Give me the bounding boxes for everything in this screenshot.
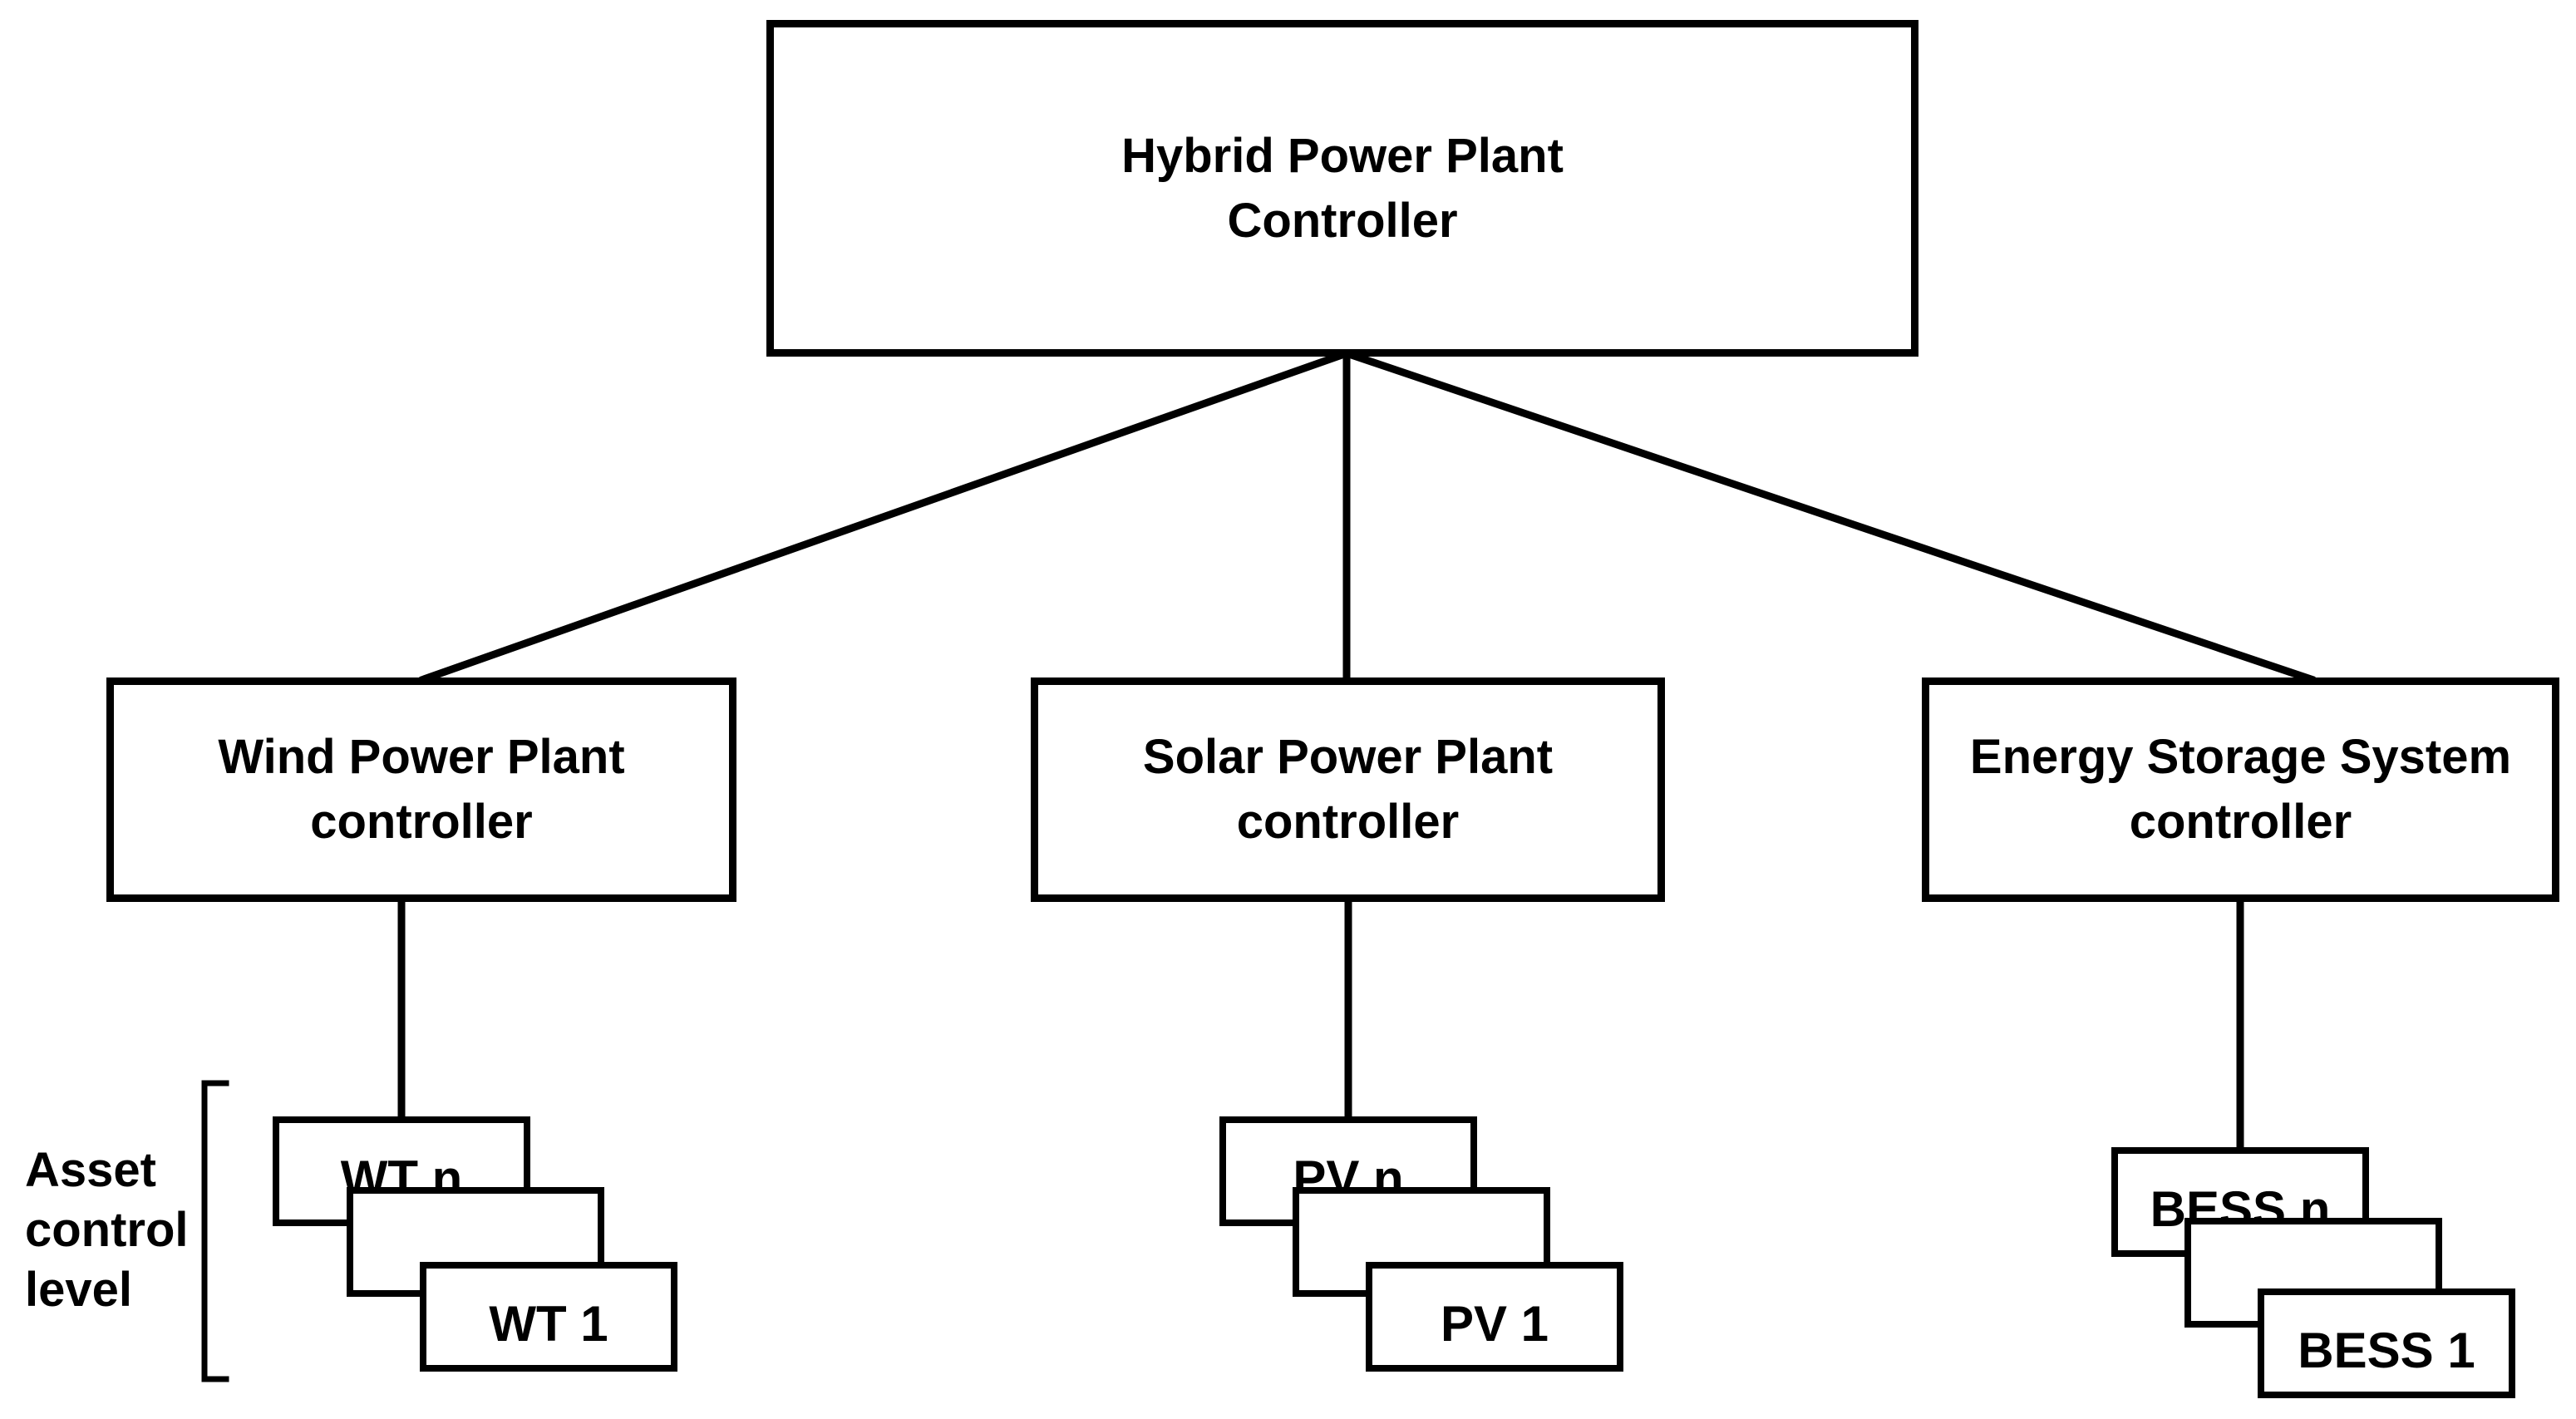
energy-storage-system-controller-box: Energy Storage System controller [1922,677,2559,902]
connector-root-storage [1342,348,2316,684]
wt-1-box: WT 1 [420,1262,677,1372]
bess-1-box: BESS 1 [2258,1288,2515,1398]
solar-power-plant-controller-label: Solar Power Plant controller [1142,730,1554,849]
energy-storage-system-controller-label: Energy Storage System controller [1969,730,2512,849]
solar-power-plant-controller-box: Solar Power Plant controller [1031,677,1665,902]
pv-1-label: PV 1 [1440,1295,1549,1352]
wind-power-plant-controller-box: Wind Power Plant controller [106,677,736,902]
wind-power-plant-controller-label: Wind Power Plant controller [218,730,625,849]
wt-1-label: WT 1 [489,1295,608,1352]
asset-level-bracket [201,1080,229,1382]
hybrid-power-plant-controller-box: Hybrid Power Plant Controller [766,20,1918,357]
pv-1-box: PV 1 [1366,1262,1623,1372]
hybrid-power-plant-controller-label: Hybrid Power Plant Controller [1121,128,1564,248]
bess-1-label: BESS 1 [2298,1322,2475,1378]
connector-root-wind [419,348,1352,684]
asset-control-level-label: Asset control level [25,1143,189,1317]
